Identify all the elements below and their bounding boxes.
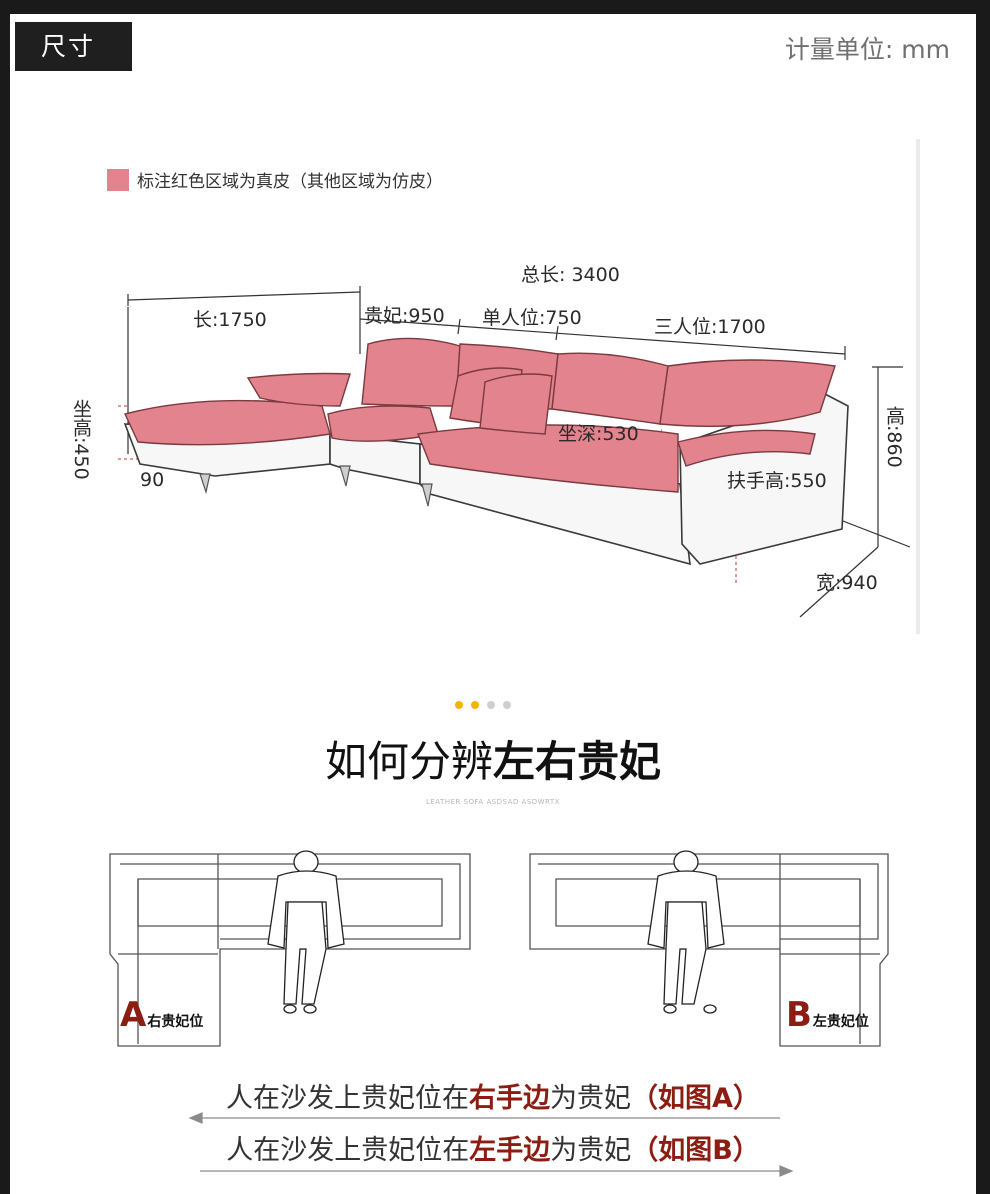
badge-letter-b: B bbox=[786, 995, 812, 1035]
dim-leg-height: 90 bbox=[140, 469, 165, 491]
dim-height: 高:860 bbox=[883, 406, 905, 468]
sofa-dimension-drawing bbox=[118, 139, 920, 634]
carousel-dot[interactable] bbox=[455, 701, 463, 709]
dim-chaise: 贵妃:950 bbox=[364, 305, 445, 327]
badge-label-b: 左贵妃位 bbox=[812, 1014, 869, 1030]
explain-a-post: 为贵妃 bbox=[550, 1083, 632, 1114]
dim-single-seat: 单人位:750 bbox=[482, 307, 582, 329]
dim-width: 宽:940 bbox=[816, 572, 878, 594]
explain-b-highlight: 左手边 bbox=[469, 1135, 551, 1166]
carousel-dot[interactable] bbox=[487, 701, 495, 709]
dim-arm-height: 扶手高:550 bbox=[727, 470, 827, 492]
section-tag: 尺寸 bbox=[15, 22, 132, 71]
explain-a-ref: （如图A） bbox=[631, 1083, 760, 1114]
carousel-dot[interactable] bbox=[503, 701, 511, 709]
badge-letter-a: A bbox=[120, 995, 147, 1035]
legend: 标注红色区域为真皮（其他区域为仿皮） bbox=[107, 167, 443, 192]
label-a: A 右贵妃位 bbox=[120, 995, 204, 1035]
dim-seat-depth: 坐深:530 bbox=[558, 423, 639, 445]
explain-line-b: 人在沙发上贵妃位在左手边为贵妃（如图B） bbox=[10, 1128, 976, 1167]
explain-a-highlight: 右手边 bbox=[469, 1083, 551, 1114]
carousel-dots bbox=[455, 701, 511, 709]
label-b: B 左贵妃位 bbox=[786, 995, 869, 1035]
badge-label-a: 右贵妃位 bbox=[147, 1014, 204, 1030]
heading-bold: 左右贵妃 bbox=[493, 737, 662, 786]
section-subtitle: LEATHER SOFA ASDSAD ASDWRTX bbox=[425, 798, 561, 806]
explain-a-pre: 人在沙发上贵妃位在 bbox=[226, 1083, 470, 1114]
section-heading: 如何分辨左右贵妃 bbox=[10, 728, 976, 789]
explain-b-post: 为贵妃 bbox=[550, 1135, 632, 1166]
dim-three-seat: 三人位:1700 bbox=[654, 316, 766, 338]
heading-plain: 如何分辨 bbox=[324, 737, 493, 786]
explain-line-a: 人在沙发上贵妃位在右手边为贵妃（如图A） bbox=[10, 1076, 976, 1115]
legend-text: 标注红色区域为真皮（其他区域为仿皮） bbox=[137, 172, 443, 192]
explain-b-ref: （如图B） bbox=[631, 1135, 760, 1166]
dim-total-length: 总长: 3400 bbox=[521, 264, 620, 286]
page: 尺寸 计量单位: mm 标注红色区域为真皮（其他区域为仿皮） bbox=[10, 14, 976, 1194]
person-figure-b bbox=[647, 850, 725, 1014]
sofa-diagram-a bbox=[109, 850, 889, 1177]
dim-length: 长:1750 bbox=[193, 309, 267, 331]
carousel-dot[interactable] bbox=[471, 701, 479, 709]
dim-seat-height: 坐高:450 bbox=[70, 399, 92, 480]
person-figure-a bbox=[267, 850, 345, 1014]
explain-b-pre: 人在沙发上贵妃位在 bbox=[226, 1135, 470, 1166]
unit-label: 计量单位: mm bbox=[784, 35, 950, 64]
legend-swatch bbox=[107, 168, 129, 191]
